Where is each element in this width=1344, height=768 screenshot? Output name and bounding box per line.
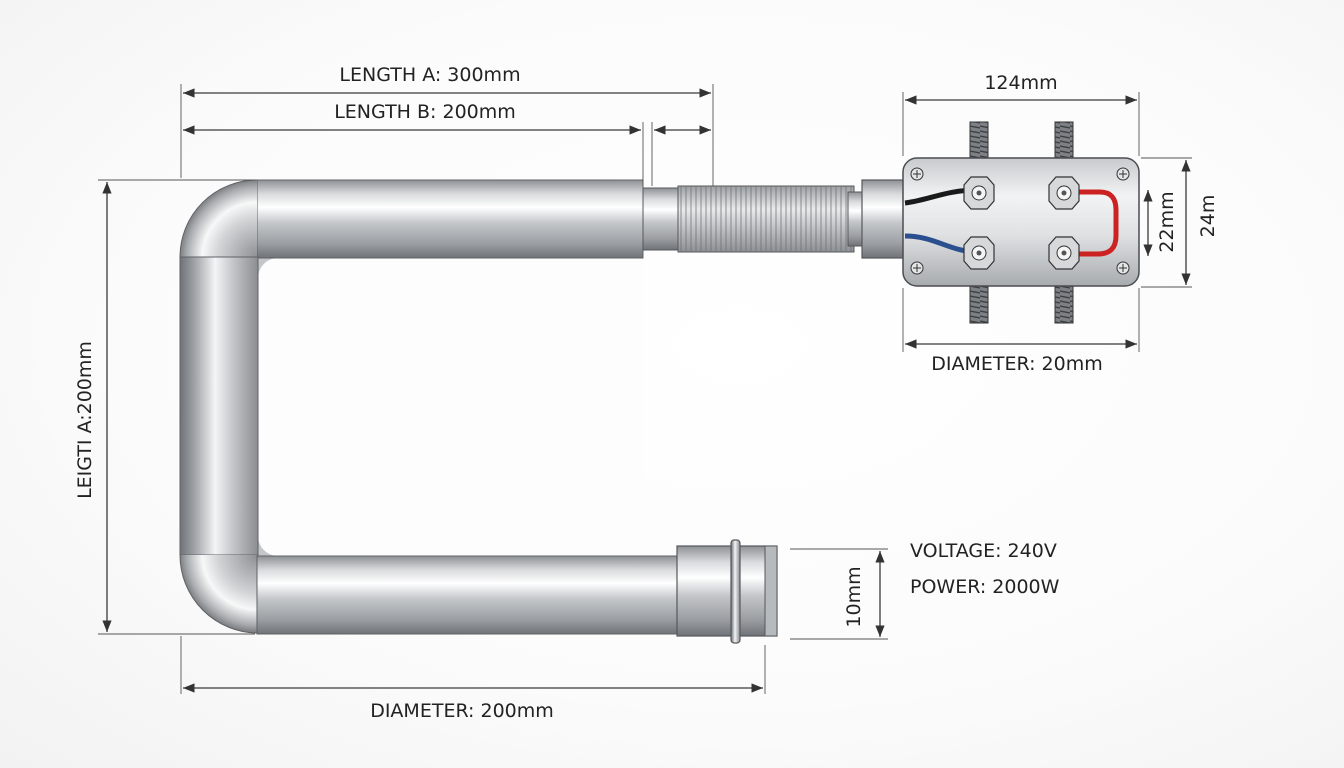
end-sleeve [676,539,778,644]
dimension-lines [98,84,1192,694]
sleeve-height-label: 10mm [843,566,865,627]
length-a-label: LENGTH A: 300mm [339,64,520,86]
box-diameter-label: DIAMETER: 20mm [931,353,1103,375]
threaded-studs [969,121,1074,324]
vertical-length-label: LEIGTI A:200mm [74,341,96,499]
box-height-inner-label: 22mm [1156,191,1178,252]
u-tube [179,179,678,635]
box-height-outer-label: 24m [1197,195,1219,238]
coil-section [642,179,905,259]
corner-screws [910,167,1130,275]
box-width-label: 124mm [984,72,1057,94]
spec-labels: VOLTAGE: 240V POWER: 2000W [910,540,1060,598]
dimension-labels: LENGTH A: 300mm LENGTH B: 200mm 124mm 22… [74,64,1219,722]
length-b-label: LENGTH B: 200mm [334,101,516,123]
voltage-label: VOLTAGE: 240V [910,540,1057,562]
power-label: POWER: 2000W [910,576,1060,598]
red-wire [1064,189,1119,257]
bottom-diameter-label: DIAMETER: 200mm [370,700,554,722]
terminal-box [902,121,1140,324]
terminals [963,176,1080,270]
